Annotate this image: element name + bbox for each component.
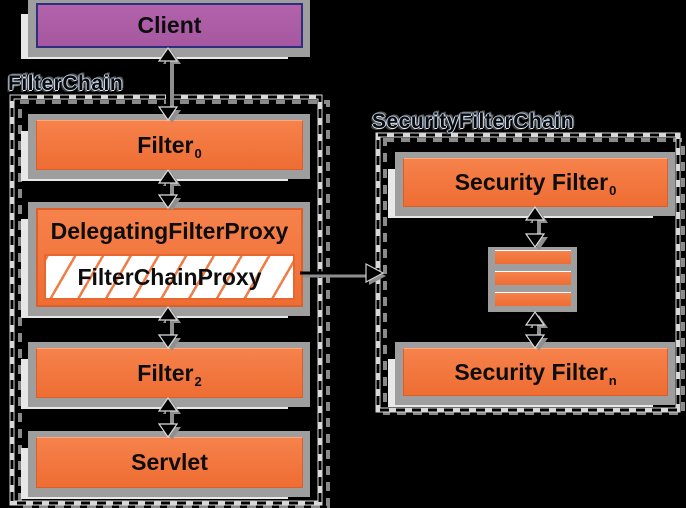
delegating-filter-proxy-label: DelegatingFilterProxy <box>50 218 289 244</box>
delegating-filter-proxy-node: DelegatingFilterProxy FilterChainProxy <box>21 202 310 318</box>
filter2-subscript: 2 <box>194 373 202 389</box>
filter-placeholder-bar <box>495 271 571 285</box>
filter-chain-label: FilterChain <box>8 72 124 95</box>
filter-chain-proxy-label: FilterChainProxy <box>77 263 262 290</box>
filter-chain-proxy-node: FilterChainProxy <box>44 254 295 300</box>
servlet-label: Servlet <box>131 449 208 475</box>
security-filter-n-subscript: n <box>608 372 617 388</box>
security-filter-chain-label: SecurityFilterChain <box>372 110 575 133</box>
filter-placeholder-bar <box>495 292 571 306</box>
security-filter-0-subscript: 0 <box>609 183 617 198</box>
client-label: Client <box>137 12 202 38</box>
client-node: Client <box>21 0 310 59</box>
security-filter-n-label: Security Filter <box>454 358 608 385</box>
filter2-label: Filter <box>137 359 194 386</box>
filter0-label: Filter <box>137 131 194 158</box>
servlet-node: Servlet <box>21 431 310 499</box>
security-filter-0-label: Security Filter <box>454 169 609 195</box>
filter0-subscript: 0 <box>194 145 202 161</box>
filter-placeholder-bars <box>488 247 577 312</box>
filter-placeholder-bar <box>495 250 571 264</box>
